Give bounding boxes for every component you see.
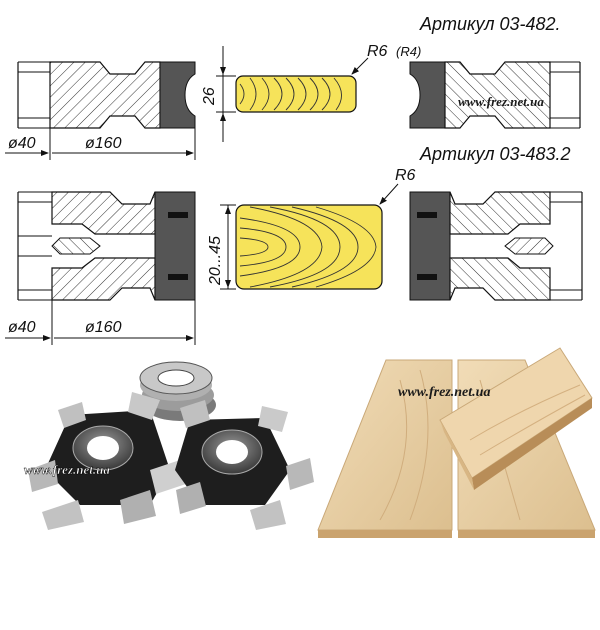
boards-photo: www.frez.net.ua (317, 347, 596, 538)
article-label: Артикул 03-482. (419, 14, 561, 34)
bore-diameter-label: ø40 (8, 319, 36, 336)
radius-alt-label: (R4) (396, 44, 421, 59)
left-cutter-section (17, 191, 196, 301)
diagram-03-482: Артикул 03-482. 26 R6 (R4) (5, 14, 581, 160)
spacer-rings (139, 361, 216, 421)
thickness-label: 20...45 (207, 236, 224, 286)
right-cutter-section (409, 61, 581, 129)
outer-diameter-label: ø160 (85, 319, 122, 336)
thickness-label: 26 (201, 87, 218, 106)
watermark: www.frez.net.ua (24, 462, 110, 477)
left-cutter-section (17, 61, 196, 129)
cutters-photo: www.frez.net.ua (24, 361, 314, 530)
right-cutter-section (409, 191, 583, 301)
radius-label: R6 (367, 43, 388, 60)
left-cutter-photo (28, 392, 186, 530)
outer-diameter-label: ø160 (85, 135, 122, 152)
wood-blank-profile (235, 204, 383, 290)
article-label: Артикул 03-483.2 (419, 144, 571, 164)
right-cutter-photo (175, 400, 314, 530)
watermark: www.frez.net.ua (398, 385, 490, 400)
diagram-03-483-2: Артикул 03-483.2 20...45 (5, 144, 583, 345)
watermark: www.frez.net.ua (458, 94, 544, 109)
bore-diameter-label: ø40 (8, 135, 36, 152)
radius-label: R6 (395, 167, 416, 184)
wood-blank-profile (235, 75, 357, 113)
